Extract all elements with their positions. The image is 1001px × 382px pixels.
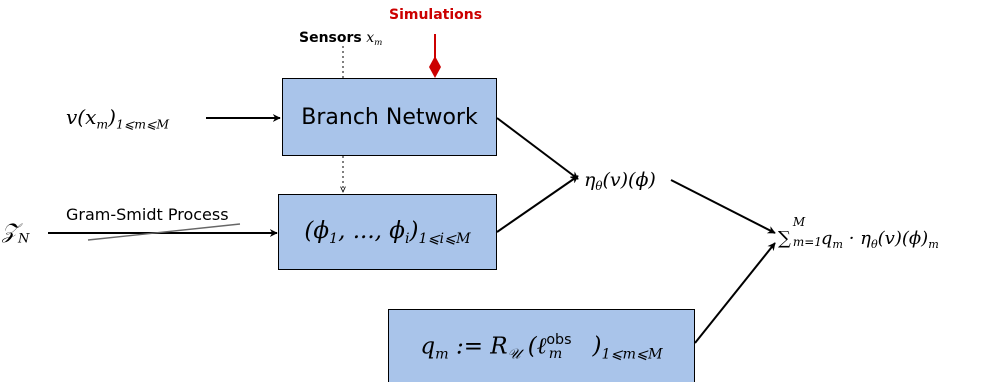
- z-sub: N: [17, 231, 30, 247]
- obs-paren-open: (ℓ: [520, 333, 547, 360]
- branch-input-label: v(xm)1⩽m⩽M: [66, 107, 169, 131]
- eta-symbol: η: [584, 169, 596, 191]
- arrow-eta-to-sum: [670, 179, 776, 234]
- sum-outer-sub: m: [928, 237, 939, 251]
- z-n-label: 𝒵N: [2, 221, 29, 246]
- eta-rest: (v)(ϕ): [602, 169, 656, 191]
- obs-assign: := R: [448, 333, 508, 360]
- basis-functions-box: (ϕ1, ..., ϕi)1⩽i⩽M: [278, 194, 497, 270]
- branch-input-range: 1⩽m⩽M: [115, 116, 170, 132]
- sensors-variable-sub: m: [374, 38, 383, 49]
- sensors-variable: x: [366, 30, 375, 46]
- sum-rest: (v)(ϕ): [877, 228, 929, 249]
- sum-eta-sub: θ: [870, 237, 878, 251]
- gram-schmidt-strike-line: [87, 223, 241, 241]
- sum-sub: m=1: [792, 235, 822, 249]
- arrow-basis-to-eta: [496, 175, 579, 233]
- obs-q: q: [420, 333, 436, 360]
- obs-r-sub: 𝒰: [507, 346, 521, 363]
- eta-sub: θ: [595, 179, 603, 194]
- sum-body: q: [820, 228, 833, 249]
- gram-schmidt-label: Gram-Smidt Process: [66, 205, 229, 224]
- basis-close: ): [409, 217, 419, 244]
- sum-symbol: ∑: [778, 228, 791, 249]
- branch-input-var: v(x: [66, 105, 97, 129]
- arrow-branch-to-eta: [496, 117, 579, 180]
- basis-sub-1: 1: [329, 230, 339, 247]
- sum-body-sub: m: [832, 237, 843, 251]
- obs-paren-close: ): [585, 333, 602, 360]
- sensors-label: Sensors xm: [299, 31, 382, 48]
- arrow-obs-to-sum: [694, 242, 776, 344]
- sum-dot: · η: [842, 228, 871, 249]
- obs-l-sub: m: [548, 346, 563, 363]
- observation-formula: qm := R𝒰 (ℓobsm )1⩽m⩽M: [420, 332, 662, 362]
- sum-sup: M: [792, 215, 806, 229]
- obs-l-sup: obs: [546, 331, 572, 348]
- basis-sub-i: i: [404, 230, 410, 247]
- branch-network-box: Branch Network: [282, 78, 497, 156]
- obs-q-sub: m: [435, 346, 449, 363]
- observation-box: qm := R𝒰 (ℓobsm )1⩽m⩽M: [388, 309, 695, 382]
- branch-network-label: Branch Network: [301, 104, 478, 130]
- branch-input-sub: m: [96, 116, 109, 132]
- simulations-diamond: [429, 56, 441, 78]
- simulations-label: Simulations: [389, 7, 483, 23]
- basis-functions-formula: (ϕ1, ..., ϕi)1⩽i⩽M: [304, 218, 470, 247]
- basis-range: 1⩽i⩽M: [418, 230, 471, 247]
- sensors-text: Sensors: [299, 30, 362, 46]
- eta-label: ηθ(v)(ϕ): [584, 171, 656, 193]
- z-symbol: 𝒵: [2, 219, 18, 243]
- branch-input-close: ): [108, 105, 116, 129]
- basis-mid: , ..., ϕ: [338, 217, 405, 244]
- obs-range: 1⩽m⩽M: [601, 346, 663, 363]
- basis-open: (ϕ: [304, 217, 330, 244]
